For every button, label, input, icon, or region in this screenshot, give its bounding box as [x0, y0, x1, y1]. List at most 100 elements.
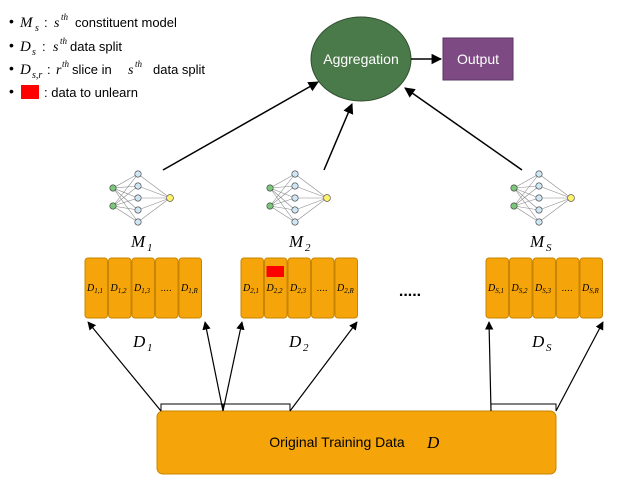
legend-symbol-sub: s: [35, 23, 39, 34]
model-symbol: M: [288, 232, 304, 251]
nn-input-node: [510, 184, 518, 192]
slice-label: ....: [161, 283, 172, 294]
legend-symbol: M: [19, 15, 34, 31]
original-data-symbol: D: [426, 433, 440, 452]
nn-edge: [269, 185, 296, 207]
nn-edge: [294, 197, 328, 223]
nn-edge: [112, 187, 139, 223]
arrow-orig-split2-left: [222, 321, 245, 412]
nn-edge: [269, 187, 296, 223]
legend-symbol: D: [19, 39, 31, 55]
legend-text: data split: [70, 39, 122, 54]
nn-hidden-node: [134, 206, 142, 214]
split-label-s: D S: [531, 332, 552, 354]
legend-bullet: •: [9, 60, 14, 76]
nn-hidden-node: [291, 194, 299, 202]
nn-hidden-node: [134, 194, 142, 202]
legend-sup: th: [60, 36, 68, 46]
model-label-2: M 2: [288, 232, 311, 254]
legend-bullet: •: [9, 83, 14, 99]
nn-edge: [112, 187, 139, 211]
nn-edge: [112, 205, 139, 223]
split-label-1: D 1: [132, 332, 153, 354]
nn-edge: [269, 205, 296, 223]
legend-item-slice: • D s,r : r th slice in s th data split: [9, 59, 205, 81]
nn-edge: [513, 173, 540, 189]
nn-edge: [269, 205, 296, 211]
nn-output-node: [166, 194, 174, 202]
nn-input-node: [266, 202, 274, 210]
slice-label: ....: [317, 283, 328, 294]
output-label: Output: [457, 51, 499, 67]
split-symbol: D: [288, 332, 302, 351]
nn-edge: [269, 187, 296, 211]
nn-edge: [294, 197, 328, 211]
split-symbol: D: [531, 332, 545, 351]
legend-item-model: • M s : s th constituent model: [9, 12, 177, 34]
nn-edge: [513, 185, 540, 207]
data-slice: [556, 257, 580, 319]
nn-edge: [112, 185, 139, 189]
bracket-left: [160, 403, 224, 411]
nn-output-node: [567, 194, 575, 202]
legend-text: slice in: [72, 62, 112, 77]
arrow-orig-split2-right: [289, 321, 358, 412]
split-subscript: 1: [147, 342, 153, 354]
nn-edge: [294, 173, 328, 199]
nn-edge: [269, 173, 296, 207]
nn-hidden-node: [134, 170, 142, 178]
nn-edge: [137, 197, 171, 211]
nn-hidden-node: [535, 194, 543, 202]
nn-hidden-node: [291, 182, 299, 190]
arrow-m1-aggregation: [162, 81, 319, 171]
arrow-orig-splitS-right: [555, 321, 604, 412]
nn-edge: [513, 187, 540, 199]
nn-hidden-node: [291, 218, 299, 226]
neural-networks: [109, 170, 575, 226]
model-subscript: S: [546, 242, 552, 254]
model-subscript: 1: [147, 242, 153, 254]
arrow-orig-splitS-left: [484, 321, 494, 412]
nn-edge: [137, 197, 171, 223]
arrow-m2-aggregation: [323, 103, 354, 171]
data-slice: [334, 257, 358, 319]
unlearn-marker: [266, 266, 284, 277]
nn-edge: [513, 187, 540, 211]
nn-edge: [112, 173, 139, 207]
legend-sup: th: [61, 12, 69, 22]
nn-edge: [513, 205, 540, 223]
split-subscript: 2: [303, 342, 309, 354]
data-slice: [311, 257, 335, 319]
legend-var: s: [128, 63, 134, 78]
arrow-orig-split1-left: [87, 321, 162, 412]
model-label-1: M 1: [130, 232, 153, 254]
nn-edge: [513, 187, 540, 223]
model-label-s: M S: [529, 232, 552, 254]
nn-edge: [269, 187, 296, 199]
nn-input-node: [109, 184, 117, 192]
data-slice: [84, 257, 108, 319]
legend-var: s: [53, 40, 59, 55]
legend-item-unlearn: • : data to unlearn: [9, 83, 138, 100]
nn-output-node: [323, 194, 331, 202]
nn-edge: [269, 173, 296, 189]
nn-edge: [513, 185, 540, 189]
data-slice: [178, 257, 202, 319]
data-slice: [485, 257, 509, 319]
legend-colon: :: [47, 62, 51, 77]
nn-edge: [538, 197, 572, 223]
arrow-orig-split1-right: [202, 321, 224, 412]
nn-edge: [112, 185, 139, 207]
nn-edge: [538, 197, 572, 211]
nn-hidden-node: [535, 218, 543, 226]
nn-edge: [137, 173, 171, 199]
nn-hidden-node: [134, 218, 142, 226]
legend-var: s: [54, 16, 60, 31]
original-data-box: [156, 410, 557, 475]
nn-edge: [112, 197, 139, 207]
original-data-label: Original Training Data: [269, 434, 405, 450]
